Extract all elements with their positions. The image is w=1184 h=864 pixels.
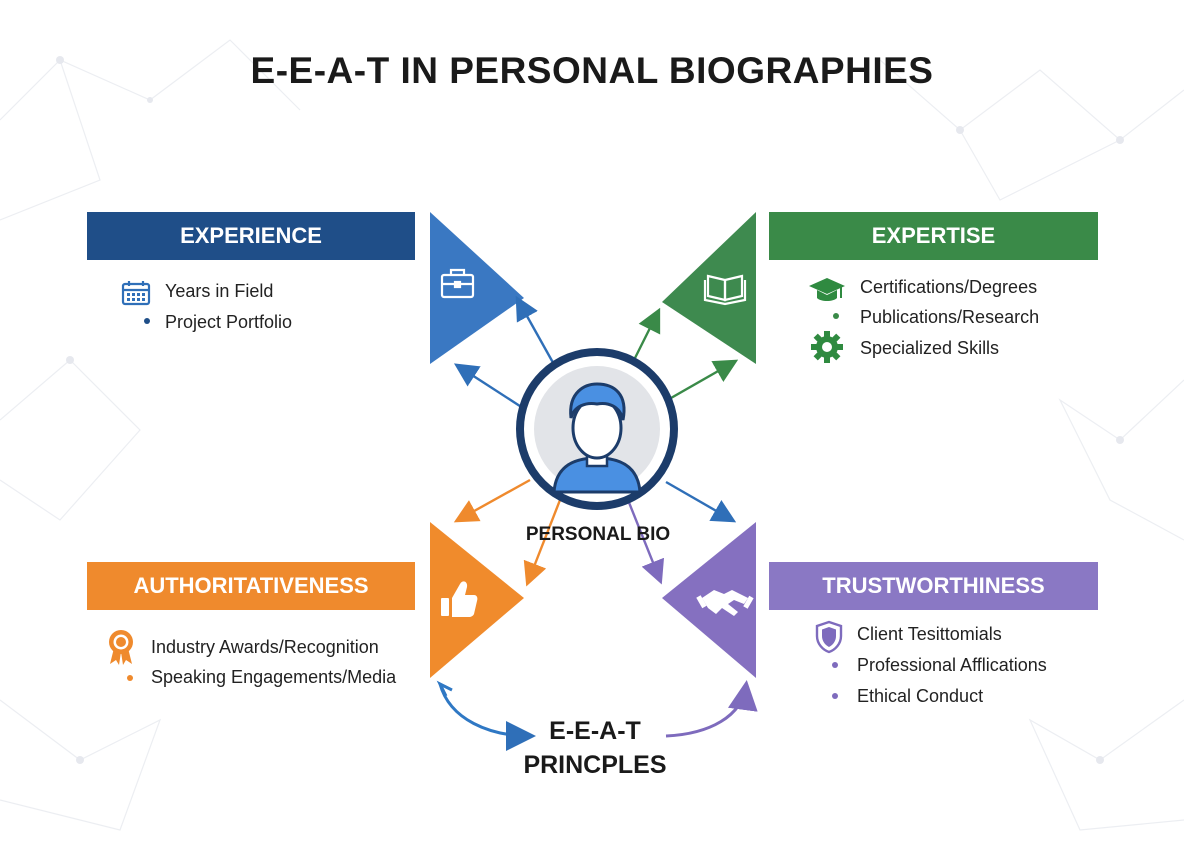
principles-line-2: PRINCPLES xyxy=(523,751,667,779)
person-avatar-icon xyxy=(516,348,678,510)
trustworthiness-item-testimonials: Client Tesittomials xyxy=(857,624,1002,644)
shield-icon xyxy=(815,620,843,659)
bullet-icon xyxy=(832,693,838,699)
page-title: E-E-A-T IN PERSONAL BIOGRAPHIES xyxy=(250,50,934,91)
expertise-item-skills: Specialized Skills xyxy=(860,338,1000,358)
gear-icon xyxy=(811,331,843,368)
arrow-to-authoritativeness xyxy=(453,478,531,523)
bullet-icon xyxy=(144,318,150,324)
personal-bio-label: PERSONAL BIO xyxy=(525,524,671,545)
principles-label: E-E-A-T PRINCPLES xyxy=(500,714,690,782)
arrow-to-experience-2 xyxy=(453,363,527,412)
bullet-icon xyxy=(833,313,839,319)
experience-item-portfolio: Project Portfolio xyxy=(165,312,293,332)
award-ribbon-icon xyxy=(106,628,136,671)
expertise-header: EXPERTISE xyxy=(769,212,1098,260)
trustworthiness-item-ethics: Ethical Conduct xyxy=(857,686,984,706)
curved-arrow-left-start xyxy=(436,680,453,697)
book-icon xyxy=(703,274,747,306)
arrow-to-trustworthiness xyxy=(665,480,737,523)
experience-item-years: Years in Field xyxy=(165,281,274,301)
arrow-to-authoritativeness-2 xyxy=(523,499,562,587)
authoritativeness-header: AUTHORITATIVENESS xyxy=(87,562,415,610)
bullet-icon xyxy=(127,675,133,681)
thumbs-up-icon xyxy=(441,581,478,617)
bullet-icon xyxy=(832,662,838,668)
experience-header: EXPERIENCE xyxy=(87,212,415,260)
principles-line-1: E-E-A-T xyxy=(549,717,641,745)
trustworthiness-item-affiliations: Professional Afflications xyxy=(857,655,1047,675)
handshake-icon xyxy=(696,590,754,616)
trustworthiness-header: TRUSTWORTHINESS xyxy=(769,562,1098,610)
arrow-to-experience xyxy=(515,295,558,369)
expertise-item-certifications: Certifications/Degrees xyxy=(860,277,1038,297)
briefcase-icon xyxy=(440,268,475,299)
arrow-to-trustworthiness-2 xyxy=(626,499,665,585)
experience-triangle xyxy=(430,212,524,364)
authoritativeness-item-awards: Industry Awards/Recognition xyxy=(151,637,379,657)
graduation-cap-icon xyxy=(808,276,846,309)
arrow-to-expertise-2 xyxy=(663,359,739,404)
authoritativeness-item-speaking: Speaking Engagements/Media xyxy=(151,667,397,687)
curved-arrow-right xyxy=(665,680,758,738)
expertise-item-publications: Publications/Research xyxy=(860,307,1040,327)
calendar-icon xyxy=(121,280,151,311)
